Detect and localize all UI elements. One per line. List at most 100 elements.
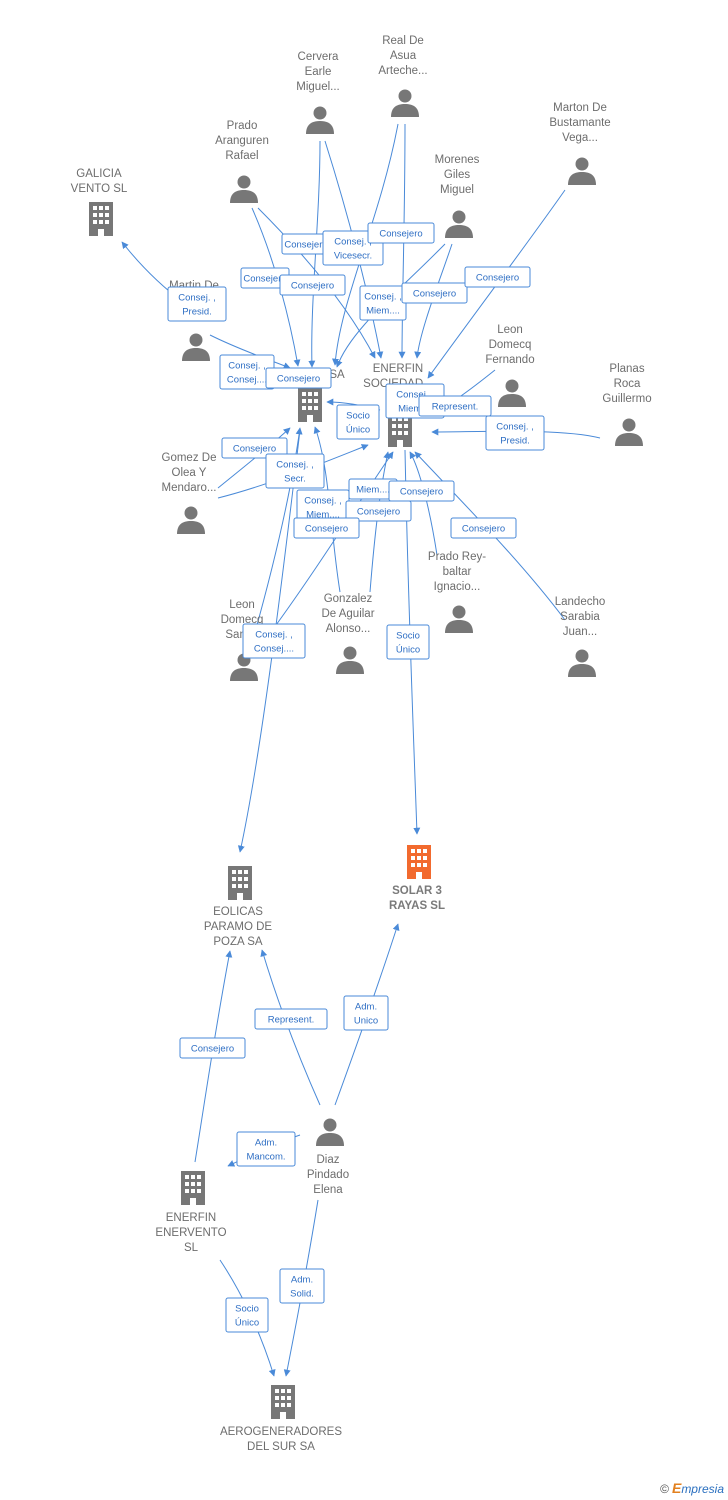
badge-label: Adm. (255, 1138, 277, 1149)
node-label: Leon (497, 324, 523, 336)
brand-footer[interactable]: ©Empresia (660, 1480, 724, 1496)
badge-box (179, 1037, 246, 1059)
node-label: Ignacio... (434, 581, 481, 593)
badge-box (367, 222, 435, 244)
node-prado_r[interactable]: Prado Rey-baltarIgnacio... (428, 551, 486, 633)
building-icon (181, 1171, 205, 1205)
badge-box (254, 1008, 328, 1030)
relation-badge[interactable]: Consejero (221, 437, 288, 459)
node-label: Vega... (562, 132, 598, 144)
node-label: Miguel... (296, 81, 339, 93)
person-icon (230, 175, 258, 203)
node-label: Rafael (225, 150, 258, 162)
node-marton[interactable]: Marton DeBustamanteVega... (549, 102, 611, 185)
relation-badge[interactable]: Consejero (367, 222, 435, 244)
badge-label: Consej. , (496, 422, 534, 433)
relation-badge[interactable]: Consejero (279, 274, 346, 296)
badge-box (225, 1297, 269, 1333)
badge-box (386, 624, 430, 660)
relation-badge[interactable]: Consejero (401, 282, 468, 304)
relation-badge[interactable]: Consejero (345, 500, 412, 522)
edge-real-to-enerfin_soc (398, 123, 406, 359)
person-icon (336, 646, 364, 674)
building-icon (298, 388, 322, 422)
relation-badge[interactable]: Consej. ,Secr. (265, 453, 325, 489)
badge-label: Único (396, 645, 420, 656)
badge-label: Solid. (290, 1289, 314, 1300)
node-cervera[interactable]: CerveraEarleMiguel... (296, 51, 340, 134)
badge-box (167, 286, 227, 322)
relation-badge[interactable]: Consejero (450, 517, 517, 539)
node-label: Morenes (435, 154, 480, 166)
person-icon (568, 649, 596, 677)
relation-badge[interactable]: Consejero (293, 517, 360, 539)
node-label: EOLICAS (213, 906, 263, 918)
relation-badge[interactable]: Consejero (388, 480, 455, 502)
node-label: Miguel (440, 184, 474, 196)
node-label: POZA SA (213, 936, 263, 948)
relation-badge[interactable]: Represent. (418, 395, 492, 417)
badge-label: Unico (354, 1016, 378, 1027)
building-icon (271, 1385, 295, 1419)
node-label: Roca (614, 378, 641, 390)
relation-badge[interactable]: Adm. Solid. (279, 1268, 325, 1304)
badge-box (343, 995, 389, 1031)
person-icon (568, 157, 596, 185)
badge-label: Presid. (500, 436, 530, 447)
relation-badge[interactable]: Consejero (464, 266, 531, 288)
node-landecho[interactable]: LandechoSarabiaJuan... (555, 596, 606, 677)
node-sa_co[interactable]: SA (298, 369, 345, 422)
relation-badge[interactable]: Consej. ,Miem.... (359, 285, 407, 321)
badge-label: Consej. , (276, 460, 314, 471)
badge-label: Mancom. (246, 1152, 285, 1163)
edge-cervera-to-sa_co (308, 140, 321, 368)
edge-diaz-to-eolicas (260, 949, 321, 1106)
badge-label: Consejero (400, 487, 443, 498)
node-label: Prado (227, 120, 258, 132)
badge-label: Adm. (291, 1275, 313, 1286)
edge-prado_r-to-enerfin_soc (409, 451, 438, 556)
node-label: Gomez De (162, 452, 217, 464)
relation-badge[interactable]: Consej. ,Consej.... (242, 623, 306, 659)
badge-box (464, 266, 531, 288)
relation-badge[interactable]: Consej. , Presid. (485, 415, 545, 451)
relation-badge[interactable]: Adm. Mancom. (236, 1131, 296, 1167)
building-icon (228, 866, 252, 900)
building-icon (407, 845, 431, 879)
node-real[interactable]: Real DeAsuaArteche... (378, 35, 428, 117)
badge-box (345, 500, 412, 522)
node-label: ENERVENTO (155, 1227, 226, 1239)
node-leon_s[interactable]: LeonDomecqSant... (221, 599, 264, 681)
badge-label: Consejero (233, 444, 276, 455)
relation-badge[interactable]: Consejero (265, 367, 332, 389)
node-label: Bustamante (549, 117, 610, 129)
relation-badge[interactable]: Consejero (179, 1037, 246, 1059)
node-label: Giles (444, 169, 470, 181)
edge-sa_co-to-eolicas (237, 429, 301, 853)
relation-badge[interactable]: Represent. (254, 1008, 328, 1030)
relation-badge[interactable]: Consej. ,Presid. (167, 286, 227, 322)
node-label: Real De (382, 35, 424, 47)
person-icon (615, 418, 643, 446)
badge-label: Miem.... (306, 510, 340, 521)
node-label: SA (329, 369, 345, 381)
badge-label: Consejero (462, 524, 505, 535)
relation-badge[interactable]: Adm.Unico (343, 995, 389, 1031)
badge-label: Consejero (191, 1044, 234, 1055)
